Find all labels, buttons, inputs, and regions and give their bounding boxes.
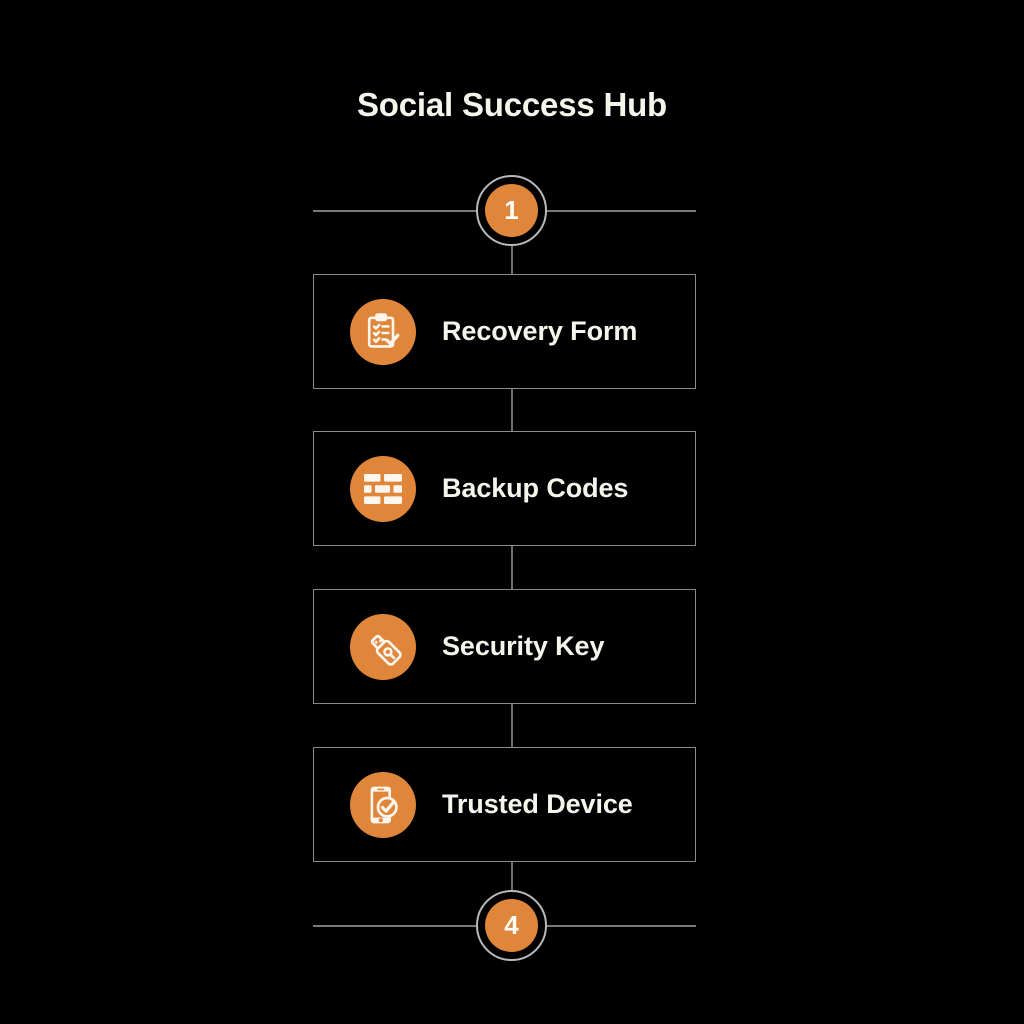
step-marker-number: 1 (504, 195, 519, 225)
flow-step-card-backup-codes[interactable]: Backup Codes (313, 431, 696, 546)
page-title: Social Success Hub (356, 86, 668, 123)
connector-step3-to-step4 (511, 704, 513, 747)
flow-step-label: Recovery Form (442, 316, 638, 346)
flow-step-label: Trusted Device (442, 789, 633, 819)
flow-step-card-security-key[interactable]: Security Key (313, 589, 696, 704)
brick-grid-icon (350, 455, 416, 522)
usb-key-icon (350, 613, 416, 680)
flow-step-label: Backup Codes (442, 473, 629, 503)
flow-step-card-trusted-device[interactable]: Trusted Device (313, 747, 696, 862)
connector-step1-to-step2 (511, 389, 513, 432)
phone-check-icon (350, 771, 416, 838)
flow-step-label: Security Key (442, 631, 605, 661)
clipboard-checklist-icon (350, 298, 416, 365)
step-marker-end[interactable]: 4 (476, 890, 547, 961)
flow-step-card-recovery-form[interactable]: Recovery Form (313, 274, 696, 389)
step-marker-disc: 4 (485, 899, 538, 952)
step-marker-number: 4 (504, 910, 519, 940)
step-marker-start[interactable]: 1 (476, 175, 547, 246)
step-marker-disc: 1 (485, 184, 538, 237)
connector-step2-to-step3 (511, 546, 513, 589)
